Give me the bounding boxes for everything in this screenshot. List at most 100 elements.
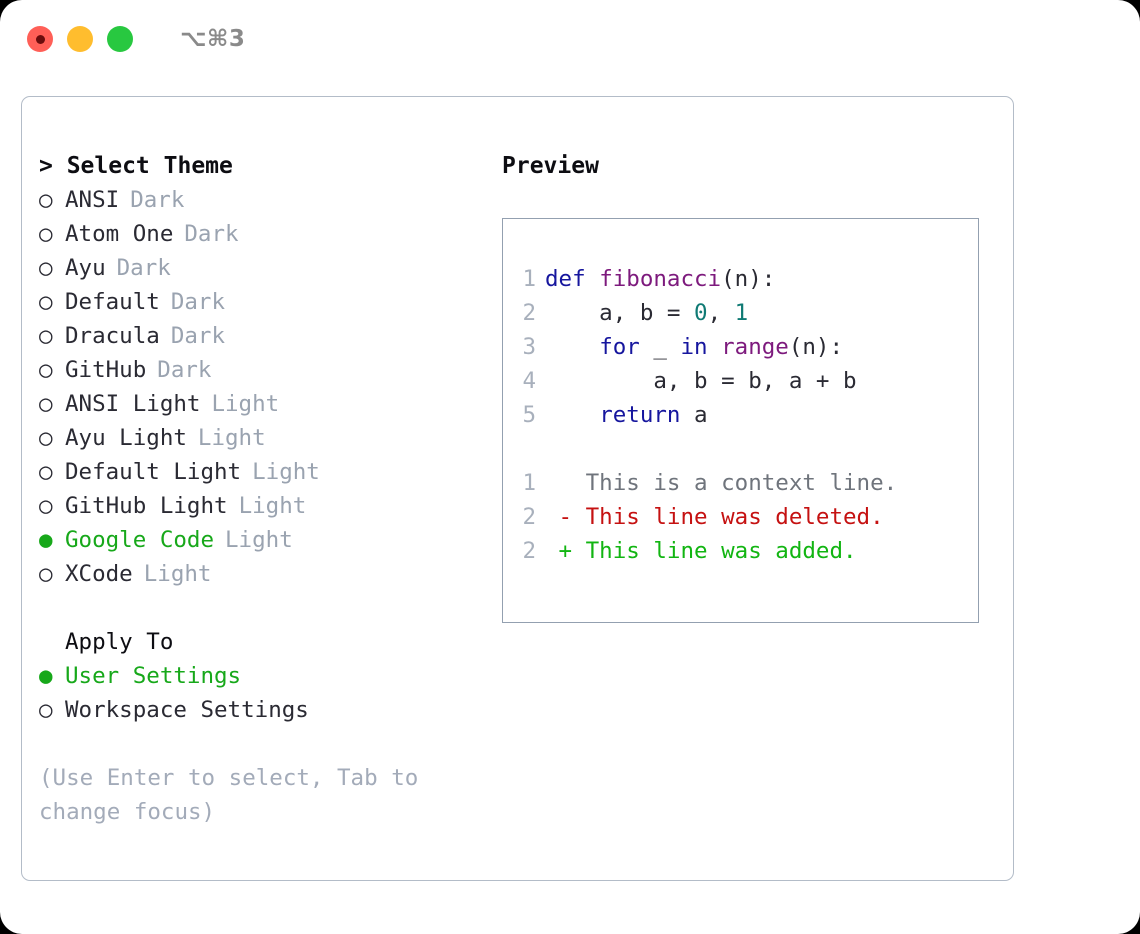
theme-option-dracula[interactable]: ○ Dracula Dark [39,319,502,353]
radio-unselected-icon: ○ [39,187,53,213]
theme-option-label: Atom One [65,221,174,247]
radio-unselected-icon: ○ [39,357,53,383]
theme-option-github-light[interactable]: ○ GitHub Light Light [39,489,502,523]
theme-variant-badge: Dark [170,323,226,349]
apply-to-list[interactable]: ●User Settings○Workspace Settings [39,659,502,727]
traffic-lights [27,26,133,52]
line-number: 2 [522,300,536,326]
code-token: _ [639,334,681,360]
close-icon[interactable] [27,26,53,52]
theme-option-label: GitHub Light [65,493,228,519]
diff-line-add: 2 + This line was added. [503,534,978,568]
theme-option-label: Google Code [65,527,215,553]
diff-line-content: - This line was deleted. [545,504,884,530]
code-line-content: return a [545,398,707,432]
code-line: 2 a, b = 0, 1 [503,296,978,330]
keyboard-shortcut-label: ⌥⌘3 [180,26,246,52]
code-token: return [599,402,681,428]
diff-line-content: This is a context line. [545,470,898,496]
maximize-icon[interactable] [107,26,133,52]
radio-unselected-icon: ○ [39,459,53,485]
radio-selected-icon: ● [39,527,53,553]
code-token: , [707,300,735,326]
theme-variant-badge: Light [238,493,307,519]
apply-to-option-user-settings[interactable]: ●User Settings [39,659,502,693]
line-number: 1 [522,470,536,496]
radio-unselected-icon: ○ [39,425,53,451]
theme-option-label: Default Light [65,459,242,485]
keyboard-hint-text: (Use Enter to select, Tab to change focu… [39,765,419,825]
theme-option-default[interactable]: ○ Default Dark [39,285,502,319]
code-token: a, b = [545,300,695,326]
preview-heading: Preview [502,153,599,179]
line-number: 1 [522,266,536,292]
theme-option-default-light[interactable]: ○ Default Light Light [39,455,502,489]
radio-unselected-icon: ○ [39,493,53,519]
apply-to-option-label: User Settings [65,663,242,689]
code-token: for [599,334,640,360]
code-token: a, b = b, a + b [545,368,857,394]
theme-variant-badge: Light [143,561,212,587]
theme-option-label: Ayu [65,255,106,281]
apply-to-heading: Apply To [65,629,174,655]
code-token: in [680,334,708,360]
diff-line-content: + This line was added. [545,538,857,564]
code-line-content: for _ in range(n): [545,330,843,364]
line-number: 3 [522,334,536,360]
select-theme-heading: > Select Theme [39,153,233,179]
radio-unselected-icon: ○ [39,221,53,247]
theme-option-label: Ayu Light [65,425,187,451]
diff-line-ctx: 1 This is a context line. [503,466,978,500]
theme-option-github[interactable]: ○ GitHub Dark [39,353,502,387]
apply-to-section: Apply To ●User Settings○Workspace Settin… [39,625,502,727]
apply-to-option-workspace-settings[interactable]: ○Workspace Settings [39,693,502,727]
code-token: def [545,266,600,292]
code-token: fibonacci [599,266,722,292]
radio-unselected-icon: ○ [39,255,53,281]
code-token [545,402,599,428]
code-spacer [503,432,978,466]
theme-option-label: GitHub [65,357,147,383]
apply-to-option-label: Workspace Settings [65,697,309,723]
line-number: 5 [522,402,536,428]
code-line: 1 def fibonacci(n): [503,262,978,296]
theme-option-label: ANSI Light [65,391,201,417]
line-number: 4 [522,368,536,394]
theme-variant-badge: Dark [170,289,226,315]
code-line-content: a, b = b, a + b [545,364,857,398]
theme-option-label: ANSI [65,187,120,213]
theme-option-label: Dracula [65,323,160,349]
theme-variant-badge: Light [211,391,280,417]
code-line-content: a, b = 0, 1 [545,296,748,330]
theme-variant-badge: Dark [157,357,212,383]
radio-unselected-icon: ○ [39,323,53,349]
code-token [545,334,599,360]
code-token: range [721,334,789,360]
minimize-icon[interactable] [67,26,93,52]
code-token: 0 [694,300,708,326]
radio-unselected-icon: ○ [39,289,53,315]
theme-option-label: XCode [65,561,133,587]
theme-option-label: Default [65,289,160,315]
theme-variant-badge: Light [252,459,320,485]
line-number: 2 [522,538,536,564]
code-token: 1 [734,300,749,326]
code-token: (n): [788,334,844,360]
code-token: (n): [721,266,776,292]
code-token [708,334,722,360]
theme-option-ansi[interactable]: ○ ANSI Dark [39,183,502,217]
theme-variant-badge: Dark [130,187,185,213]
